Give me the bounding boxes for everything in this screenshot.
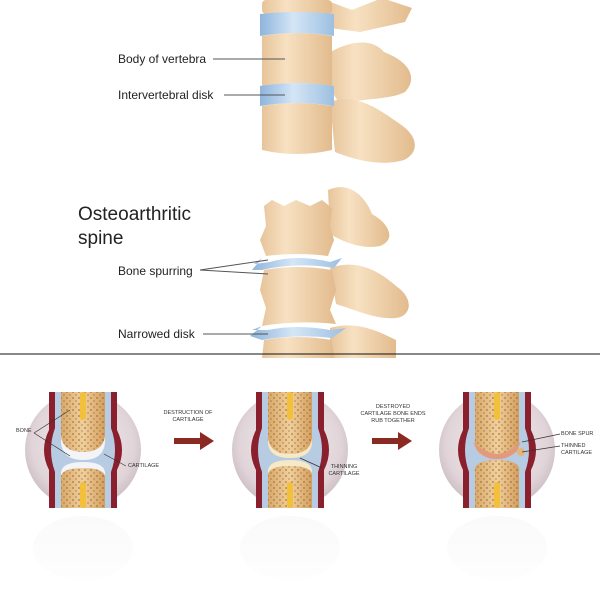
label-narrowed-disk: Narrowed disk bbox=[118, 327, 195, 341]
vertebra-body bbox=[260, 200, 334, 256]
label-cartilage: CARTILAGE bbox=[128, 463, 160, 469]
joint-leader-lines bbox=[33, 409, 561, 469]
healthy-spine bbox=[260, 0, 415, 163]
vertebra-body bbox=[262, 0, 332, 14]
thinning-cartilage-joint bbox=[232, 392, 348, 508]
spine-illustration bbox=[0, 0, 600, 358]
vertebra-body bbox=[262, 33, 332, 86]
healthy-joint bbox=[25, 392, 141, 508]
label-thinning-cartilage: THINNING CARTILAGE bbox=[328, 464, 360, 477]
destroyed-cartilage-joint bbox=[439, 392, 555, 508]
label-thinned-cartilage: THINNED CARTILAGE bbox=[561, 443, 593, 456]
label-bone-spur: BONE SPUR bbox=[561, 431, 594, 437]
intervertebral-disk bbox=[260, 12, 334, 36]
narrowed-disk bbox=[252, 258, 342, 270]
osteoarthritic-spine bbox=[250, 187, 409, 358]
vertebra-body bbox=[260, 267, 336, 326]
vertebra-body bbox=[262, 337, 334, 358]
vertebra-body bbox=[262, 103, 332, 154]
spine-title: Osteoarthritic spine bbox=[78, 204, 191, 249]
arrow2-text: DESTROYED CARTILAGE BONE ENDS RUB TOGETH… bbox=[360, 404, 426, 424]
label-bone-spurring: Bone spurring bbox=[118, 264, 193, 278]
joint-stages bbox=[0, 392, 600, 600]
label-intervertebral-disk: Intervertebral disk bbox=[118, 88, 214, 102]
label-body-of-vertebra: Body of vertebra bbox=[118, 52, 207, 66]
arrow1-text: DESTRUCTION OF CARTILAGE bbox=[163, 410, 213, 423]
arrow-right-icon bbox=[372, 432, 412, 450]
narrowed-disk bbox=[250, 326, 346, 340]
label-bone: BONE bbox=[16, 428, 32, 434]
leader-lines bbox=[199, 58, 285, 335]
arrow-right-icon bbox=[174, 432, 214, 450]
intervertebral-disk bbox=[260, 83, 334, 106]
